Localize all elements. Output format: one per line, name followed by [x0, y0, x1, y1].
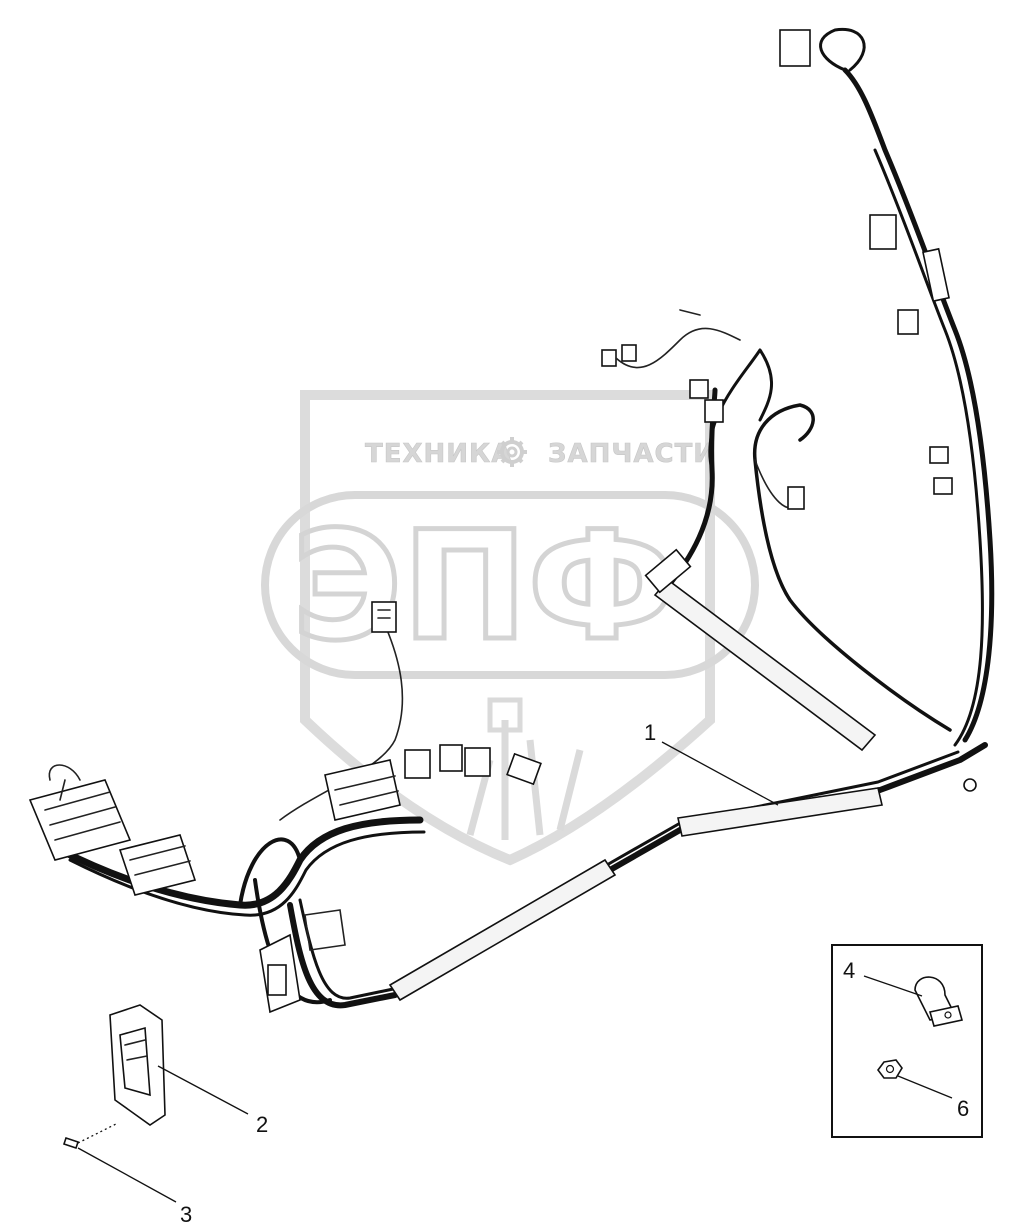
ring-terminal-right [963, 778, 977, 792]
connector-right-top [779, 29, 811, 67]
gear-icon [497, 437, 527, 467]
harness-branch-right-long [842, 67, 995, 743]
callout-3: 3 [180, 1202, 192, 1227]
conduit-lower-right [677, 787, 883, 837]
leader-6 [897, 1075, 953, 1099]
conduit-connector-top [644, 548, 692, 594]
harness-branch-mid-right [752, 403, 952, 732]
callout-4: 4 [843, 958, 855, 983]
conduit-center [653, 578, 877, 752]
leader-3 [77, 1147, 177, 1203]
item-2-bracket [109, 1004, 166, 1126]
callout-6: 6 [957, 1096, 969, 1121]
connector-right-2 [897, 309, 919, 335]
conduit-lower-left [388, 858, 617, 1002]
harness-left-bundle-strand [68, 830, 426, 917]
inline-sleeve-right [922, 247, 950, 303]
connector-right-5 [787, 486, 805, 510]
callout-leaders [77, 741, 953, 1203]
item-3-screw [62, 1122, 119, 1150]
leader-4 [863, 975, 923, 997]
relay-cluster-center [324, 744, 542, 821]
fuse-block-left [28, 764, 197, 896]
harness-branch-center-strand [708, 348, 774, 472]
connector-right-3 [929, 446, 949, 464]
harness-branch-upper-plug [279, 624, 404, 821]
block-connector-large [259, 909, 346, 1014]
callouts: 1 2 3 4 6 [180, 720, 969, 1227]
watermark-logo: ЭПФ [292, 500, 676, 674]
harness-branch-right-long-strand [873, 148, 984, 747]
callout-2: 2 [256, 1112, 268, 1137]
connector-right-1 [869, 214, 897, 250]
watermark-text-left: ТЕХНИКА [365, 439, 512, 469]
plug-connector-upper [371, 601, 397, 633]
leader-1 [661, 741, 779, 806]
item-4-clamp [914, 976, 964, 1027]
watermark-oval [261, 491, 759, 679]
connector-right-4 [933, 477, 953, 495]
harness-connectors [28, 29, 977, 1014]
watermark-text-right: ЗАПЧАСТИ [548, 439, 716, 469]
item-6-nut [877, 1059, 903, 1079]
watermark: ТЕХНИКА ЗАПЧАСТИ ЭПФ [261, 390, 759, 866]
callout-1: 1 [644, 720, 656, 745]
harness-main-trunk [287, 742, 988, 1009]
detail-box [831, 944, 983, 1138]
harness-top-loop [819, 27, 866, 72]
harness-conduits [388, 548, 883, 1002]
leader-2 [157, 1065, 249, 1115]
connector-cluster-top-center [601, 309, 741, 423]
